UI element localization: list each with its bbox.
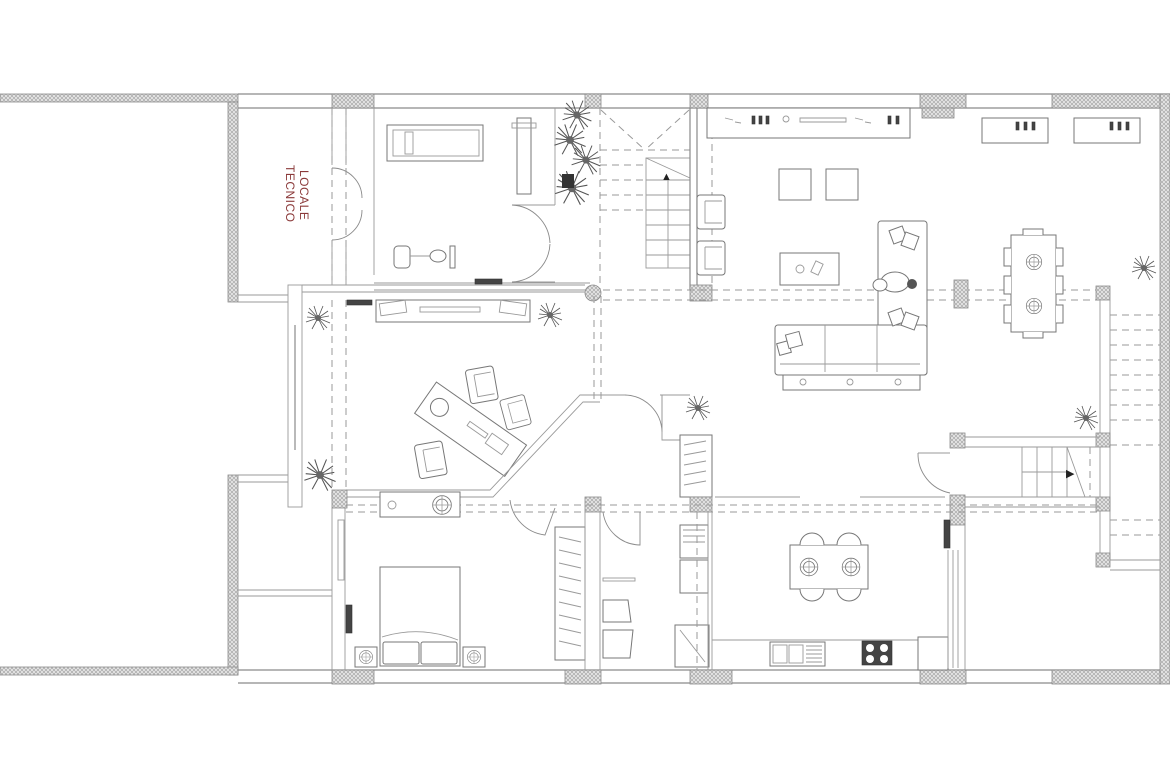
pouf-2 — [825, 168, 859, 201]
wardrobe-hall — [679, 434, 713, 498]
console-table — [375, 299, 531, 323]
kitchen — [712, 512, 966, 671]
fridge — [917, 636, 949, 671]
hob-icon — [861, 640, 893, 666]
locale-tecnico-room: LOCALE TECNICO — [283, 108, 363, 285]
towel-rail — [602, 577, 636, 582]
double-sink-icon — [769, 641, 826, 667]
corner-sofa — [774, 220, 928, 391]
radiator-icon — [943, 519, 951, 549]
bidet — [602, 599, 632, 623]
bathroom — [602, 511, 713, 670]
sideboard-1 — [981, 117, 1049, 144]
east-terrace — [1073, 285, 1160, 571]
pouf-1 — [778, 168, 812, 201]
living-room — [696, 107, 1141, 391]
sink — [679, 524, 709, 559]
indoor-plants-north — [553, 99, 602, 206]
radiator-icon — [345, 604, 353, 634]
angled-desk — [413, 381, 528, 477]
gym-double-door-icon[interactable] — [511, 204, 555, 283]
wardrobe — [554, 526, 586, 661]
double-door-icon[interactable] — [331, 167, 363, 241]
building-walls — [238, 93, 1170, 685]
radiator-icon — [921, 107, 955, 119]
right-arrow-icon: ▶ — [1066, 468, 1075, 480]
east-door-icon[interactable] — [917, 452, 951, 494]
courtyard-wall — [0, 93, 239, 676]
room-label-tecnico: TECNICO — [283, 165, 297, 223]
nightstand-left — [354, 646, 378, 668]
gym-room — [373, 108, 590, 291]
bedroom — [345, 512, 601, 670]
armchair-2 — [696, 240, 726, 276]
radiator-icon — [474, 278, 503, 285]
corridor — [331, 394, 1100, 536]
person-reclining-icon — [872, 271, 917, 293]
staircase-north: ▲ — [599, 108, 691, 290]
up-arrow-icon: ▲ — [661, 171, 672, 183]
dining-table — [1010, 234, 1057, 333]
coffee-table — [779, 252, 840, 286]
study-room — [303, 299, 600, 498]
radiator-icon — [346, 299, 373, 306]
staircase-east: ▶ — [917, 432, 1100, 526]
nightstand-right — [462, 646, 486, 668]
tv-console — [706, 107, 911, 139]
treadmill-icon — [386, 124, 484, 162]
dining-area — [1003, 228, 1157, 339]
double-bed — [379, 566, 461, 667]
room-label-locale: LOCALE — [297, 170, 311, 220]
sideboard-2 — [1073, 117, 1141, 144]
toilet — [602, 629, 634, 659]
weight-bench-icon — [511, 117, 537, 195]
dresser — [379, 491, 461, 518]
armchair-1 — [696, 194, 726, 230]
exercise-bike-icon — [393, 245, 456, 269]
